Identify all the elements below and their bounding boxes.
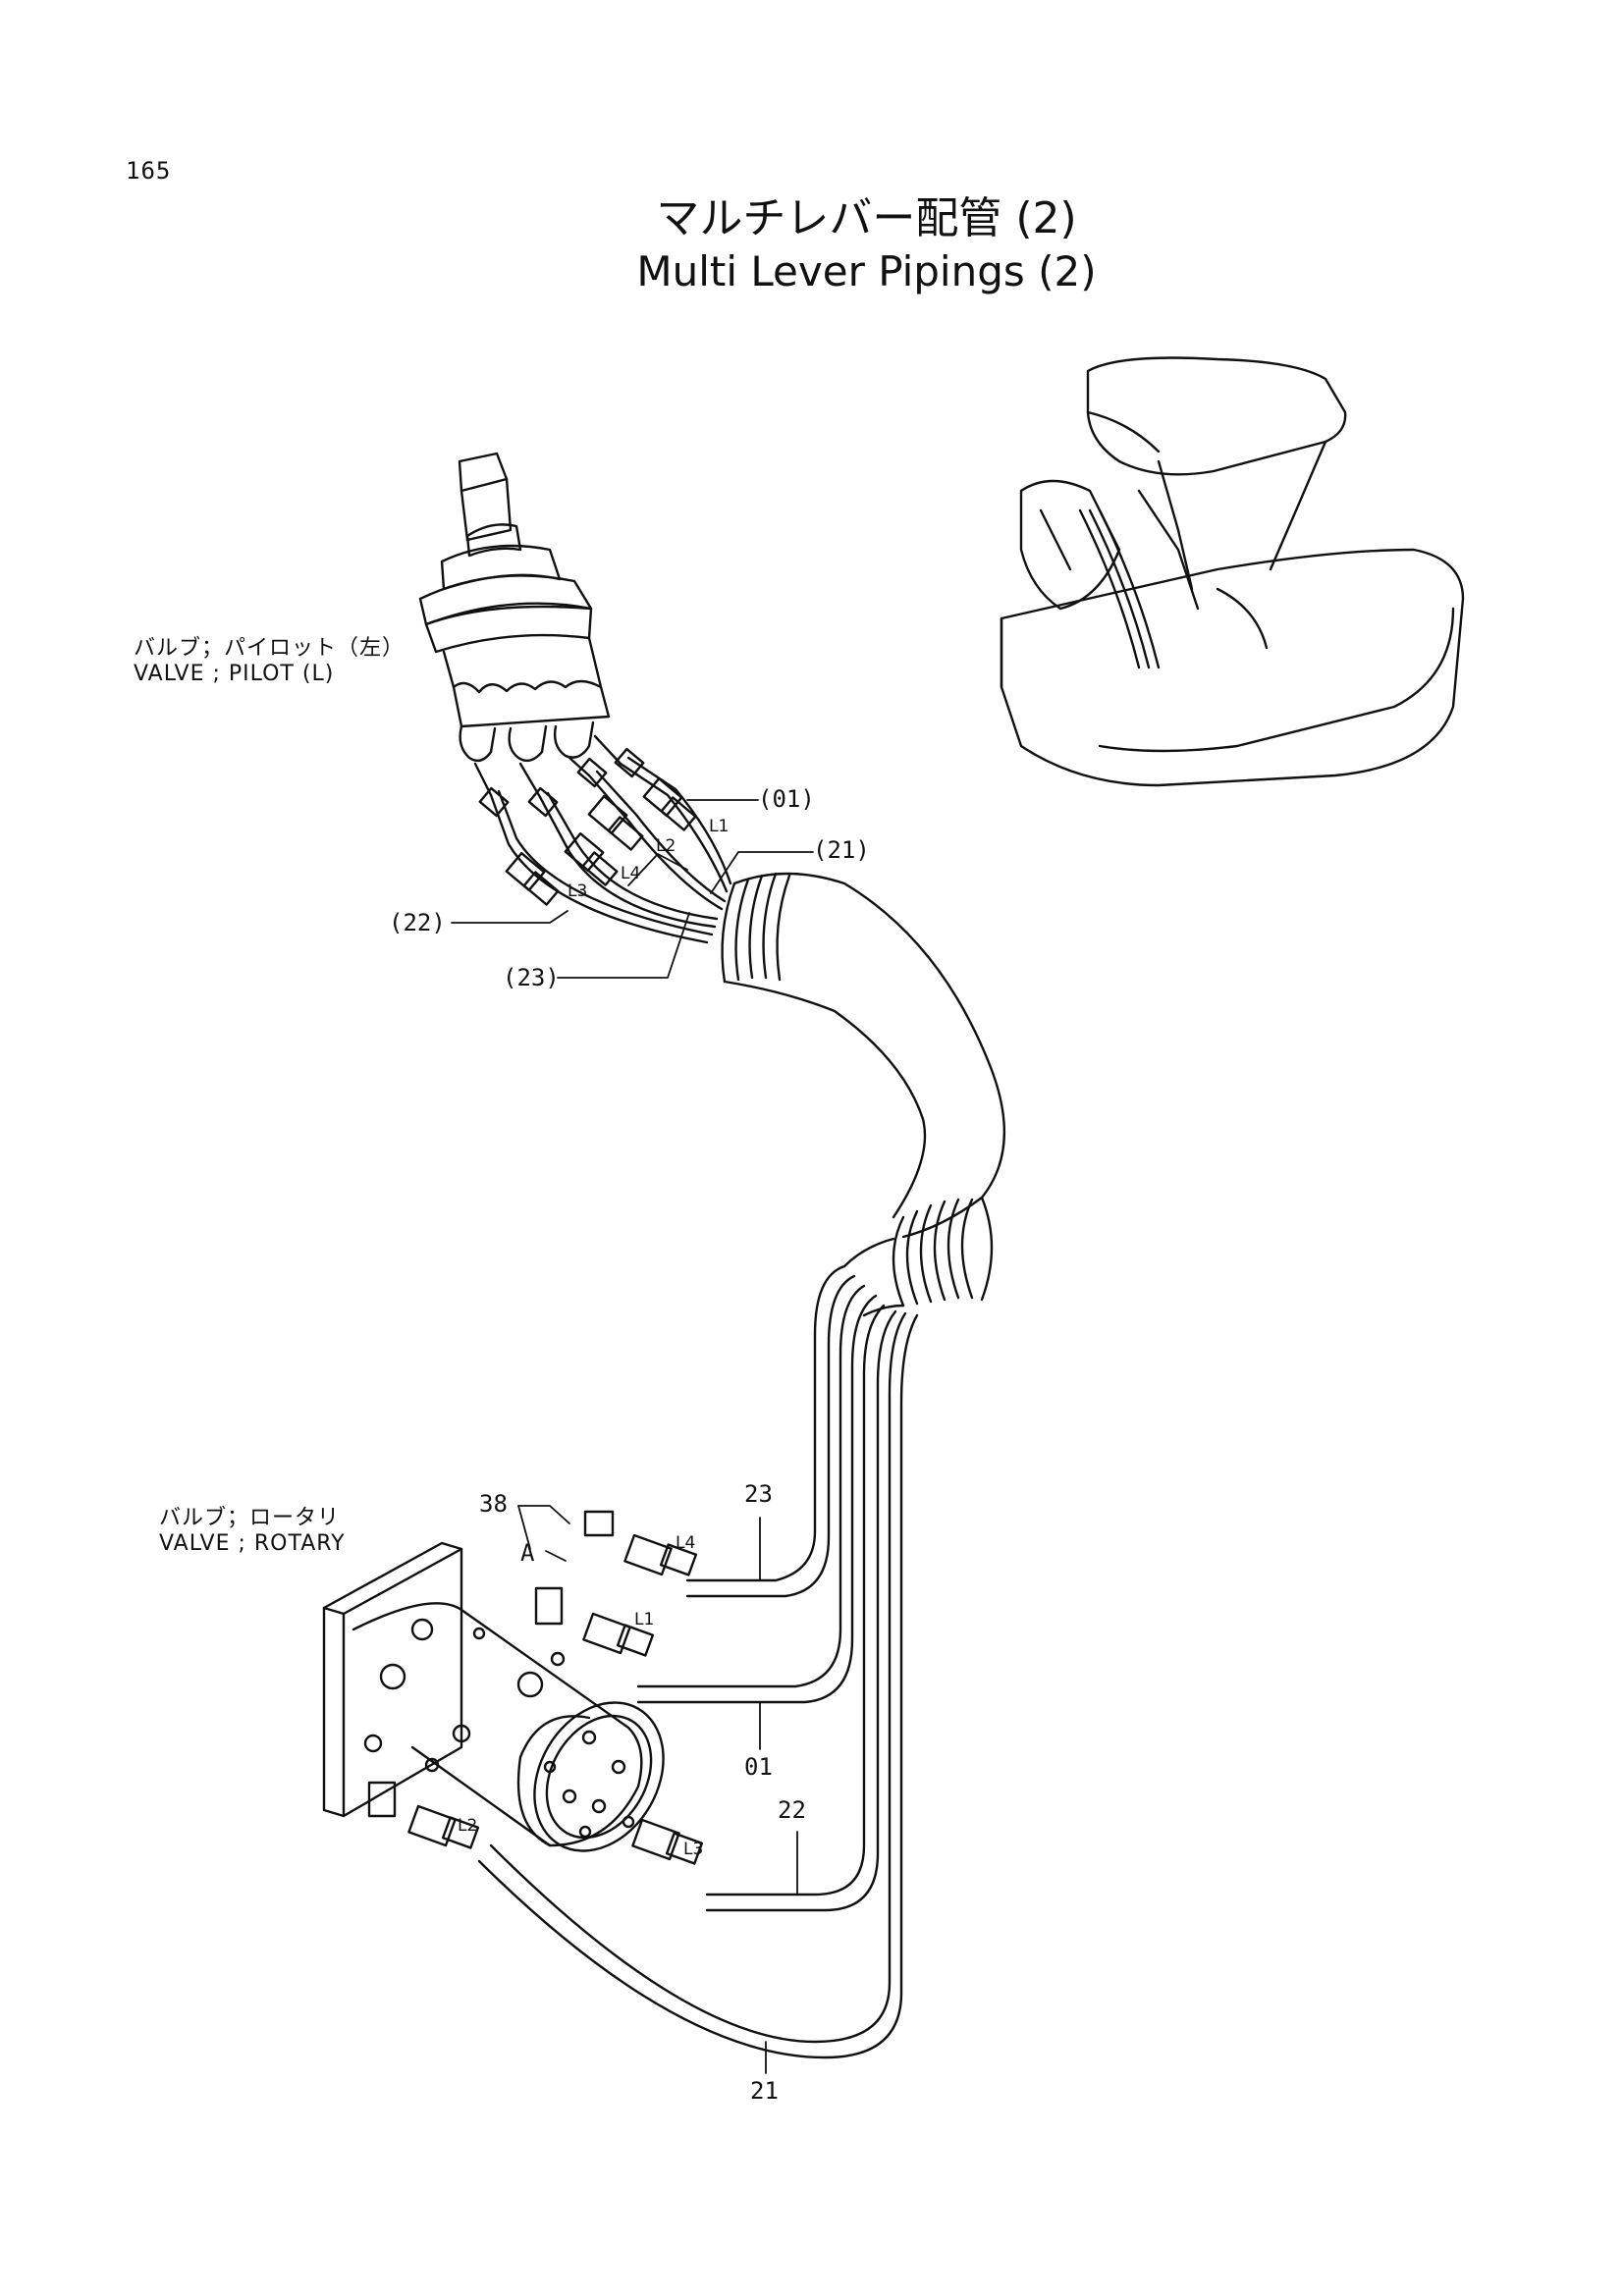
callout-01-upper: (01) (758, 785, 815, 813)
rotary-valve-label-en: VALVE ; ROTARY (159, 1531, 346, 1556)
pilot-valve-label-jp: バルブ；パイロット（左） (134, 636, 406, 661)
callout-22-lower: 22 (778, 1796, 806, 1824)
lower-leaders (517, 1505, 798, 2074)
callout-23-lower: 23 (744, 1480, 773, 1508)
upper-leaders (451, 799, 814, 979)
lower-fittings (367, 1510, 704, 1865)
port-l1-upper: L1 (709, 817, 730, 836)
rotary-valve-label-jp: バルブ；ロータリ (159, 1506, 341, 1530)
callout-38: 38 (479, 1490, 508, 1518)
callout-01-lower: 01 (744, 1753, 773, 1781)
port-l1-lower: L1 (634, 1610, 655, 1629)
callout-a: A (520, 1539, 535, 1567)
pilot-valve-label-en: VALVE ; PILOT (L) (134, 662, 335, 686)
callout-21-lower: 21 (750, 2077, 779, 2105)
pilot-valve-drawing (418, 452, 622, 799)
title-english: Multi Lever Pipings (2) (636, 247, 1097, 295)
callout-22-upper: (22) (389, 909, 446, 936)
hose-sleeve (721, 872, 1006, 1317)
page-number: 165 (126, 157, 172, 185)
pilot-hoses (489, 756, 732, 944)
machine-overview-drawing (1000, 356, 1465, 787)
title-japanese: マルチレバー配管 (2) (656, 193, 1077, 243)
port-l2-upper: L2 (656, 836, 676, 856)
callout-23-upper: (23) (503, 964, 560, 991)
callout-21-upper: (21) (813, 836, 870, 864)
lower-hoses (477, 1264, 919, 2059)
upper-fittings (478, 747, 697, 906)
rotary-valve-drawing (322, 1541, 665, 1852)
